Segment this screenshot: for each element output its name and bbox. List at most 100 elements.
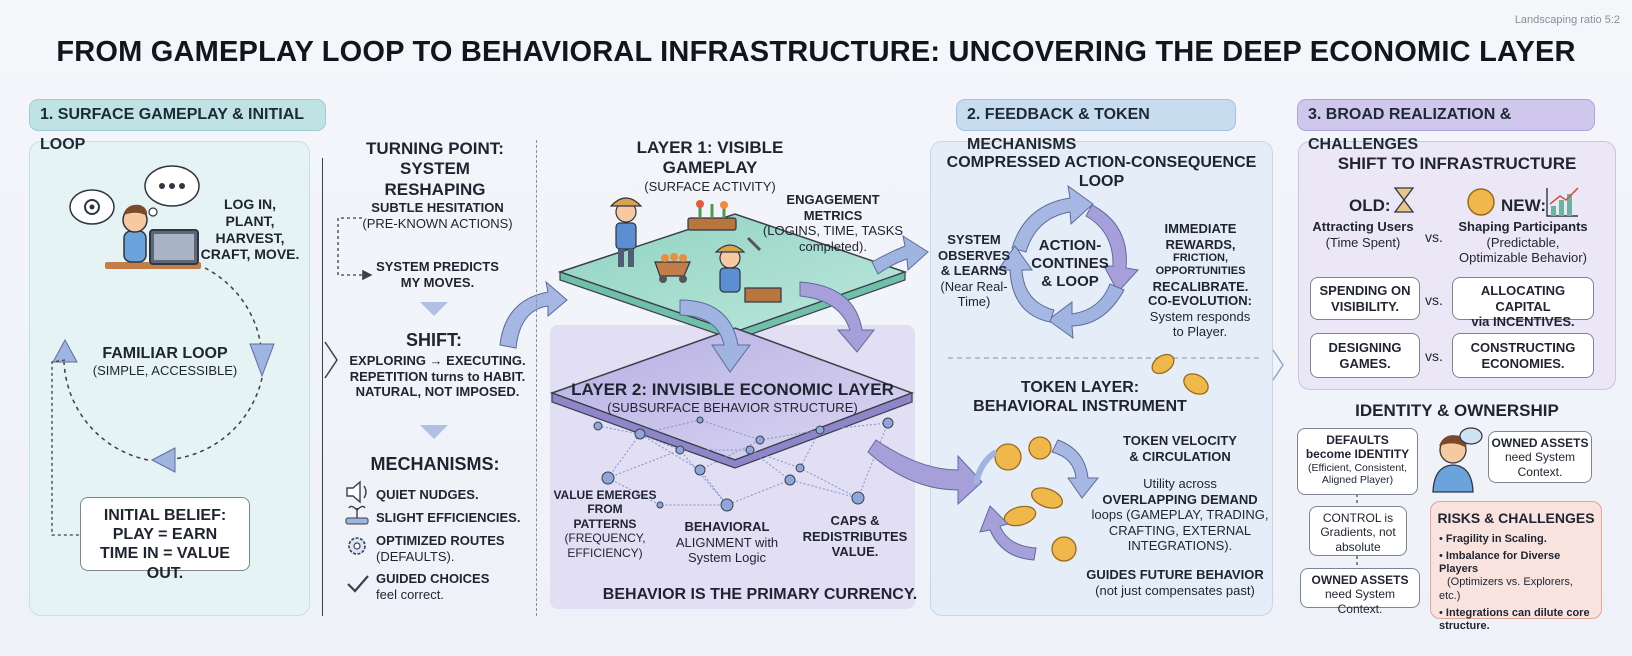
velocity-text: TOKEN VELOCITY & CIRCULATION: [1110, 433, 1250, 464]
alignment-line: BEHAVIORAL: [684, 519, 770, 534]
metrics-line: (LOGINS, TIME, TASKS: [762, 223, 904, 239]
center-line: ACTION-: [1038, 237, 1102, 254]
action-loop-center: ACTION- CONTINES & LOOP: [1028, 237, 1112, 291]
ratio-note: Landscaping ratio 5:2: [1514, 14, 1620, 26]
token-title-line: TOKEN LAYER:: [1020, 379, 1140, 396]
compare-line: SPENDING ON: [1319, 283, 1411, 298]
risk-item: • Fragility in Scaling.: [1439, 532, 1547, 545]
initial-belief-box: INITIAL BELIEF: PLAY = EARN TIME IN = VA…: [80, 497, 250, 582]
hesitation-arrow: [337, 217, 373, 281]
owned-assets-box-bottom: OWNED ASSETS need System Context.: [1300, 568, 1420, 616]
owned-line: need System: [1504, 450, 1576, 465]
velocity-line: TOKEN VELOCITY: [1123, 433, 1237, 448]
belief-line: PLAY = EARN: [112, 526, 218, 544]
speaker-icon: [346, 480, 367, 504]
dollar-coin-icon: [1467, 188, 1495, 216]
utility-line: CRAFTING, EXTERNAL: [1108, 522, 1252, 538]
turning-point-title: TURNING POINT: SYSTEM RESHAPING: [350, 139, 520, 200]
mechanism-routes: OPTIMIZED ROUTES (DEFAULTS).: [376, 533, 505, 564]
seedling-icon: [345, 505, 369, 525]
observes-line: & LEARNS: [940, 263, 1008, 279]
old-label: OLD:: [1349, 196, 1391, 215]
utility-line: OVERLAPPING DEMAND: [1102, 491, 1258, 507]
belief-line: TIME IN = VALUE OUT.: [100, 545, 230, 582]
section1-badge: 1. SURFACE GAMEPLAY & INITIAL LOOP: [29, 99, 326, 153]
hesitation-text: SUBTLE HESITATION (PRE-KNOWN ACTIONS): [360, 200, 515, 231]
identity-title: IDENTITY & OWNERSHIP: [1355, 401, 1559, 420]
hesitation-line: (PRE-KNOWN ACTIONS): [362, 215, 513, 231]
control-line: Gradients, not: [1320, 525, 1396, 540]
metrics-line: completed).: [799, 238, 867, 254]
engagement-metrics: ENGAGEMENT METRICS (LOGINS, TIME, TASKS …: [758, 192, 908, 254]
observes-line: Time): [957, 294, 991, 310]
familiar-loop-circle: [52, 267, 275, 473]
compare-line: ALLOCATING CAPITAL: [1480, 283, 1566, 314]
checkmark-icon: [347, 575, 369, 593]
layer2-title: LAYER 2: INVISIBLE ECONOMIC LAYER: [571, 380, 894, 399]
separator-dashed: [536, 140, 537, 616]
guides-line: GUIDES FUTURE BEHAVIOR: [1086, 567, 1264, 582]
actions-line: LOG IN, PLANT,: [223, 196, 277, 229]
arrow-layer1-to-layer2: [679, 299, 751, 373]
actions-text: LOG IN, PLANT, HARVEST, CRAFT, MOVE.: [200, 196, 300, 263]
defaults-box: DEFAULTS become IDENTITY (Efficient, Con…: [1297, 428, 1418, 495]
coevo-line: System responds: [1149, 308, 1251, 324]
shift-text: EXPLORING → EXECUTING. REPETITION turns …: [340, 353, 535, 400]
layer2-subtitle: (SUBSURFACE BEHAVIOR STRUCTURE): [607, 400, 858, 416]
coin-icons: [994, 353, 1209, 562]
actions-line: HARVEST,: [215, 229, 285, 246]
value-line: VALUE EMERGES: [553, 488, 657, 502]
turning-title-line: SYSTEM RESHAPING: [384, 159, 486, 199]
value-line: FROM: [587, 502, 623, 517]
layer1-title: LAYER 1: VISIBLE GAMEPLAY: [636, 138, 784, 178]
compare-left-1: SPENDING ON VISIBILITY.: [1310, 277, 1420, 320]
caps-text: CAPS & REDISTRIBUTES VALUE.: [800, 513, 910, 560]
action-loop-arrows: [997, 184, 1139, 340]
alignment-line: ALIGNMENT with: [675, 534, 779, 550]
token-circulation-arrows: [973, 439, 1100, 561]
rewards-line: RECALIBRATE.: [1152, 278, 1249, 294]
shift-line: NATURAL, NOT IMPOSED.: [355, 384, 520, 400]
arrow-to-feedback: [871, 234, 929, 275]
person-chat-icon: [1432, 427, 1483, 493]
utility-text: Utility across OVERLAPPING DEMAND loops …: [1090, 476, 1270, 554]
caps-line: CAPS &: [830, 513, 880, 528]
observes-text: SYSTEM OBSERVES & LEARNS (Near Real- Tim…: [938, 232, 1010, 310]
guides-text: GUIDES FUTURE BEHAVIOR (not just compens…: [1085, 567, 1265, 598]
rewards-line: IMMEDIATE REWARDS,: [1164, 221, 1237, 252]
predicts-text: SYSTEM PREDICTS MY MOVES.: [370, 259, 505, 290]
old-line: (Time Spent): [1325, 234, 1401, 250]
coevo-line: to Player.: [1172, 324, 1228, 340]
loop-title: FAMILIAR LOOP: [102, 345, 228, 362]
caps-line: VALUE.: [831, 544, 879, 560]
section3-badge: 3. BROAD REALIZATION & CHALLENGES: [1297, 99, 1595, 153]
new-text: Shaping Participants (Predictable, Optim…: [1448, 219, 1598, 266]
arrow-into-layer1: [499, 280, 568, 349]
center-line: CONTINES: [1031, 255, 1109, 272]
page-title: FROM GAMEPLAY LOOP TO BEHAVIORAL INFRAST…: [56, 36, 1576, 68]
mechanism-label: GUIDED CHOICES: [376, 571, 490, 586]
risk-bold: Imbalance for Diverse Players: [1439, 549, 1561, 576]
shift-line: EXPLORING → EXECUTING.: [349, 353, 526, 368]
currency-text: BEHAVIOR IS THE PRIMARY CURRENCY.: [602, 586, 918, 603]
new-line: Optimizable Behavior): [1459, 250, 1587, 266]
utility-line: loops (GAMEPLAY, TRADING,: [1091, 507, 1269, 523]
compare-line: DESIGNING: [1328, 340, 1402, 355]
control-line: absolute: [1335, 539, 1381, 554]
compare-right-1: ALLOCATING CAPITAL via INCENTIVES.: [1452, 277, 1594, 329]
defaults-line: Aligned Player): [1321, 474, 1394, 487]
compare-line: GAMES.: [1339, 355, 1391, 371]
vs-label: vs.: [1425, 292, 1443, 308]
value-line: PATTERNS: [573, 516, 637, 531]
owned-line: OWNED ASSETS: [1491, 436, 1589, 450]
mechanisms-title: MECHANISMS:: [370, 454, 500, 474]
compare-line: CONSTRUCTING: [1470, 340, 1576, 355]
down-triangle-1: [420, 302, 448, 316]
shift-title: SHIFT:: [406, 330, 462, 350]
coevolution-text: CO-EVOLUTION: System responds to Player.: [1140, 293, 1260, 340]
shift-infra-title: SHIFT TO INFRASTRUCTURE: [1337, 154, 1577, 173]
layer1-subtitle: (SURFACE ACTIVITY): [644, 178, 776, 194]
mechanism-choices: GUIDED CHOICES feel correct.: [376, 571, 489, 602]
risks-list: • Fragility in Scaling. • Imbalance for …: [1431, 533, 1601, 633]
